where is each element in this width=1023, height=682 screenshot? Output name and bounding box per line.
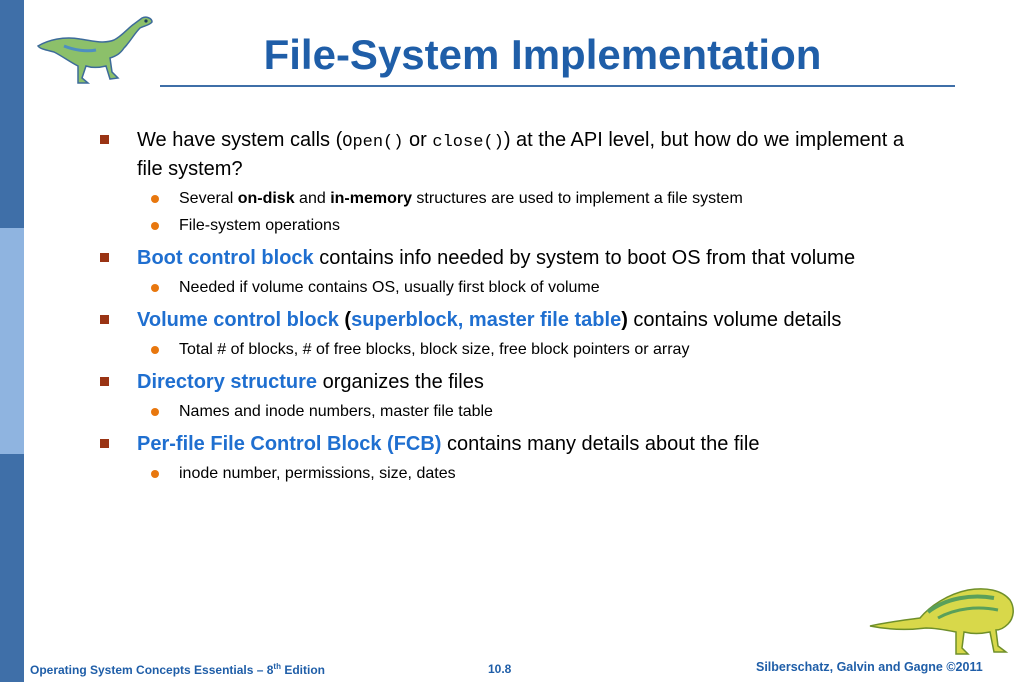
- sub-bullet-text: and: [294, 190, 331, 207]
- sub-bullet-text: structures are used to implement a file …: [411, 190, 743, 207]
- bullet-group-4: Directory structure organizes the files …: [100, 369, 930, 422]
- code-close: close(): [432, 133, 504, 152]
- bullet-directory-structure: Directory structure organizes the files: [100, 369, 930, 396]
- square-bullet-icon: [100, 315, 109, 324]
- sub-bullet-directory: Names and inode numbers, master file tab…: [100, 402, 930, 422]
- sidebar-segment-middle: [0, 228, 24, 454]
- bullet-list: We have system calls (Open() or close())…: [100, 127, 930, 493]
- bullet-text: contains info needed by system to boot O…: [313, 247, 856, 269]
- dinosaur-bottom-icon: [869, 588, 1014, 655]
- sub-bullet-text: File-system operations: [179, 217, 340, 234]
- square-bullet-icon: [100, 439, 109, 448]
- bullet-text: contains many details about the file: [441, 433, 760, 455]
- footer-page-number: 10.8: [488, 662, 512, 676]
- footer-superscript: th: [273, 662, 281, 671]
- sub-bullet-fcb: inode number, permissions, size, dates: [100, 464, 930, 484]
- footer-text: Edition: [280, 663, 325, 677]
- highlight-term: Per-file File Control Block (FCB): [137, 433, 442, 455]
- title-divider: [160, 85, 955, 87]
- square-bullet-icon: [100, 377, 109, 386]
- sidebar-segment-bottom: [0, 454, 24, 682]
- bold-term: on-disk: [237, 190, 295, 207]
- code-open: Open(): [342, 133, 404, 152]
- bullet-text: organizes the files: [317, 371, 484, 393]
- dot-bullet-icon: [151, 470, 159, 478]
- dot-bullet-icon: [151, 195, 159, 203]
- sub-bullet-operations: File-system operations: [100, 216, 930, 236]
- bullet-group-3: Volume control block (superblock, master…: [100, 307, 930, 360]
- dot-bullet-icon: [151, 284, 159, 292]
- sub-bullet-volume: Total # of blocks, # of free blocks, blo…: [100, 340, 930, 360]
- sub-bullet-structures: Several on-disk and in-memory structures…: [100, 189, 930, 209]
- sub-bullet-text: Needed if volume contains OS, usually fi…: [179, 279, 600, 296]
- sub-bullet-text: Names and inode numbers, master file tab…: [179, 403, 493, 420]
- bullet-text: We have system calls (: [137, 129, 343, 151]
- highlight-term: Boot control block: [137, 247, 314, 269]
- bullet-text: contains volume details: [627, 309, 842, 331]
- bullet-text: or: [409, 129, 427, 151]
- dot-bullet-icon: [151, 408, 159, 416]
- bullet-group-2: Boot control block contains info needed …: [100, 245, 930, 298]
- bullet-group-5: Per-file File Control Block (FCB) contai…: [100, 431, 930, 484]
- highlight-term: superblock, master file table: [351, 309, 622, 331]
- bullet-boot-control-block: Boot control block contains info needed …: [100, 245, 930, 272]
- square-bullet-icon: [100, 135, 109, 144]
- footer-book-title: Operating System Concepts Essentials – 8…: [30, 662, 325, 677]
- square-bullet-icon: [100, 253, 109, 262]
- sub-bullet-text: inode number, permissions, size, dates: [179, 465, 456, 482]
- bullet-volume-control-block: Volume control block (superblock, master…: [100, 307, 930, 334]
- bullet-text: ) at the API level, but how do we implem…: [137, 129, 905, 180]
- dot-bullet-icon: [151, 346, 159, 354]
- paren-close: ): [621, 309, 628, 331]
- bullet-group-1: We have system calls (Open() or close())…: [100, 127, 930, 236]
- dinosaur-top-icon: [36, 16, 153, 84]
- slide-title: File-System Implementation: [263, 31, 822, 78]
- sub-bullet-text: Several: [179, 190, 238, 207]
- highlight-term: Volume control block: [137, 309, 339, 331]
- highlight-term: Directory structure: [137, 371, 318, 393]
- sub-bullet-boot: Needed if volume contains OS, usually fi…: [100, 278, 930, 298]
- sub-bullet-text: Total # of blocks, # of free blocks, blo…: [179, 341, 690, 358]
- left-sidebar-bar: [0, 0, 24, 682]
- footer-text: Operating System Concepts Essentials – 8: [30, 663, 274, 677]
- sidebar-segment-top: [0, 0, 24, 228]
- bullet-fcb: Per-file File Control Block (FCB) contai…: [100, 431, 930, 458]
- paren-open: (: [338, 309, 352, 331]
- dot-bullet-icon: [151, 222, 159, 230]
- bullet-system-calls: We have system calls (Open() or close())…: [100, 127, 930, 183]
- bold-term: in-memory: [330, 190, 412, 207]
- footer-authors: Silberschatz, Galvin and Gagne ©2011: [756, 660, 983, 674]
